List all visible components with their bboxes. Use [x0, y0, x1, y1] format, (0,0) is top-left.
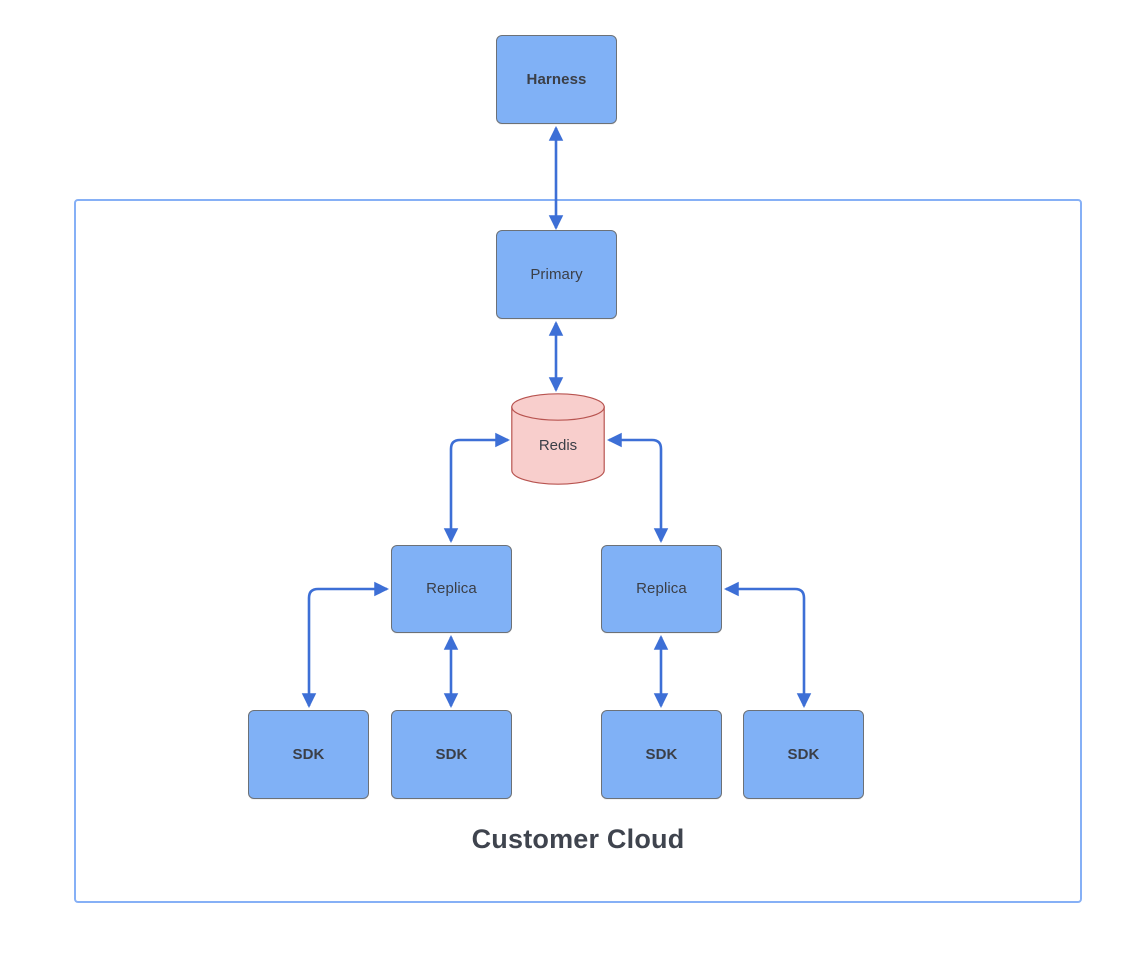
node-label-sdk-4: SDK: [787, 745, 820, 763]
node-redis[interactable]: Redis: [511, 393, 605, 485]
node-harness[interactable]: Harness: [496, 35, 617, 124]
node-primary[interactable]: Primary: [496, 230, 617, 319]
node-replica-left[interactable]: Replica: [391, 545, 512, 633]
node-label-sdk-3: SDK: [645, 745, 678, 763]
node-label-primary: Primary: [530, 265, 583, 283]
node-label-sdk-1: SDK: [292, 745, 325, 763]
node-replica-right[interactable]: Replica: [601, 545, 722, 633]
node-label-replica-left: Replica: [426, 580, 477, 598]
node-sdk-2[interactable]: SDK: [391, 710, 512, 799]
node-label-sdk-2: SDK: [435, 745, 468, 763]
customer-cloud-group[interactable]: [74, 199, 1082, 903]
node-sdk-4[interactable]: SDK: [743, 710, 864, 799]
node-sdk-3[interactable]: SDK: [601, 710, 722, 799]
node-label-harness: Harness: [526, 70, 587, 88]
node-label-replica-right: Replica: [636, 580, 687, 598]
node-sdk-1[interactable]: SDK: [248, 710, 369, 799]
cylinder-shape: [511, 393, 605, 485]
customer-cloud-label: Customer Cloud: [471, 824, 685, 854]
